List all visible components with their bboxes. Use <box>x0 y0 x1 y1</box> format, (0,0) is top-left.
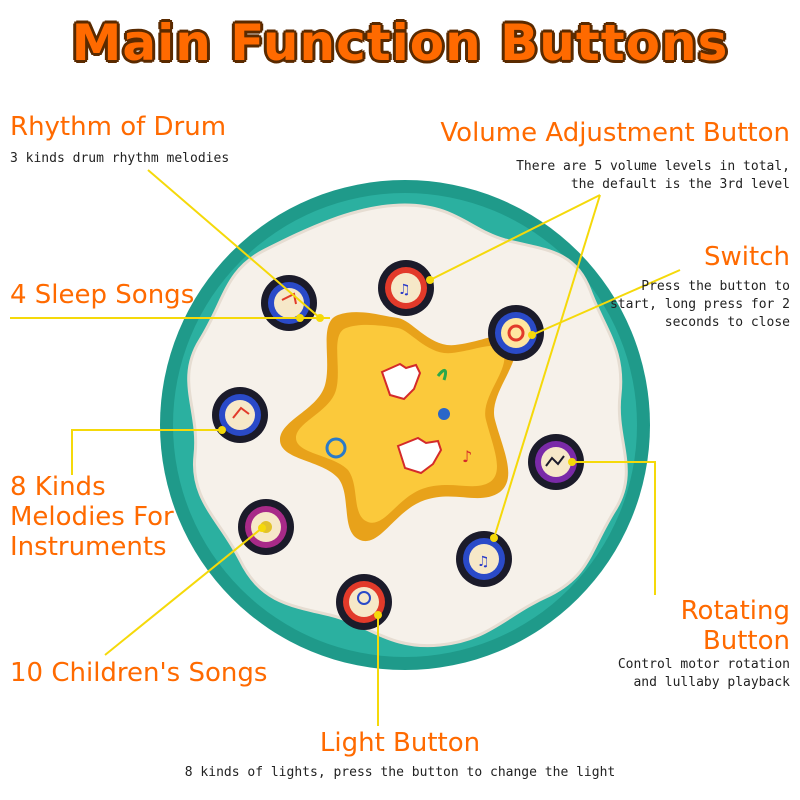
line-volume-top <box>429 194 601 281</box>
svg-text:♪: ♪ <box>462 447 472 466</box>
melodies-label-1: 8 Kinds <box>10 472 106 502</box>
line-melodies <box>71 429 222 475</box>
light-label: Light Button <box>319 728 481 758</box>
page-title: Main Function Buttons <box>71 14 729 72</box>
switch-desc-2: start, long press for 2 <box>609 297 790 312</box>
line-volume-bottom <box>493 194 601 539</box>
switch-desc-1: Press the button to <box>641 279 790 294</box>
rotating-label-1: Rotating <box>680 596 790 626</box>
melodies-label-2: Melodies For <box>10 502 174 532</box>
switch-desc-3: seconds to close <box>664 315 790 330</box>
children-songs-button <box>238 499 294 555</box>
melodies-label-3: Instruments <box>10 532 167 562</box>
switch-label: Switch <box>704 242 790 272</box>
volume-desc-2: the default is the 3rd level <box>570 177 790 192</box>
rhythm-desc: 3 kinds drum rhythm melodies <box>10 151 230 166</box>
rotating-label-2: Button <box>702 626 790 656</box>
line-children <box>104 527 263 656</box>
rotating-desc-2: and lullaby playback <box>633 675 790 690</box>
light-desc: 8 kinds of lights, press the button to c… <box>184 765 616 780</box>
rhythm-label: Rhythm of Drum <box>10 112 227 142</box>
volume-button: ♫ <box>378 260 434 316</box>
children-label: 10 Children's Songs <box>10 658 268 688</box>
melodies-button <box>212 387 268 443</box>
switch-button <box>488 305 544 361</box>
rotating-button <box>528 434 584 490</box>
volume-label: Volume Adjustment Button <box>440 118 790 148</box>
rotating-desc-1: Control motor rotation <box>617 657 790 672</box>
line-switch <box>531 269 681 336</box>
sleep-label: 4 Sleep Songs <box>10 280 195 310</box>
volume-down-button: ♫ <box>456 531 512 587</box>
line-rhythm <box>147 169 321 319</box>
volume-desc-1: There are 5 volume levels in total, <box>516 159 790 174</box>
svg-text:♫: ♫ <box>398 282 411 298</box>
star-drum-pad: ♪ <box>280 312 516 542</box>
line-rotating <box>572 461 656 595</box>
svg-text:♫: ♫ <box>477 554 490 570</box>
